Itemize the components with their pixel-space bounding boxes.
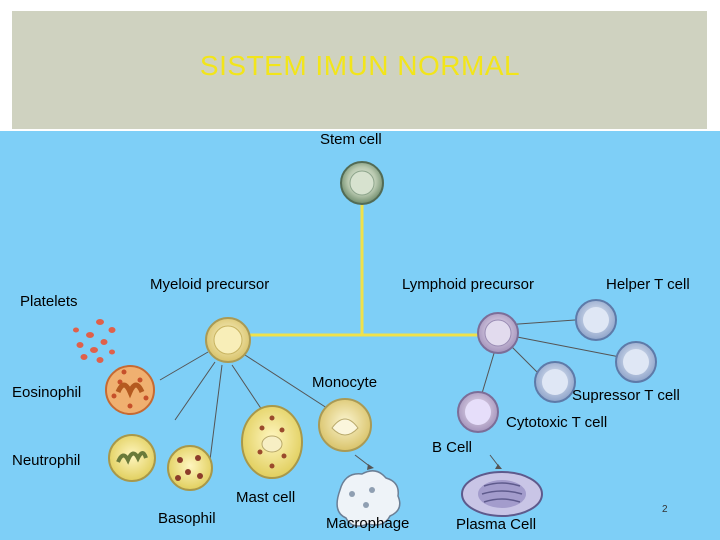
eosinophil-label: Eosinophil	[12, 384, 82, 401]
b-cell-label: B Cell	[432, 439, 473, 456]
cytotoxic-t-cell-label: Cytotoxic T cell	[506, 414, 608, 431]
platelets-label: Platelets	[20, 293, 78, 310]
myeloid-precursor-cell	[205, 317, 251, 363]
supressor-t-cell-label: Supressor T cell	[572, 387, 680, 404]
helper-t-cell-label: Helper T cell	[606, 276, 690, 293]
basophil-label: Basophil	[158, 510, 216, 527]
lymphoid-precursor-cell	[477, 312, 519, 354]
macrophage-cell	[336, 470, 401, 527]
monocyte-cell	[318, 398, 372, 452]
plasma-cell-label: Plasma Cell	[456, 516, 537, 533]
t-cell	[615, 341, 657, 383]
supressor-t-cell	[534, 361, 576, 403]
neutrophil-label: Neutrophil	[12, 452, 81, 469]
platelets	[73, 319, 116, 363]
slide-title: SISTEM IMUN NORMAL	[199, 50, 521, 81]
myeloid-precursor-label: Myeloid precursor	[150, 276, 270, 293]
neutrophil-cell	[108, 434, 156, 482]
helper-t-cell	[575, 299, 617, 341]
eosinophil-cell	[105, 365, 155, 415]
arrows	[367, 464, 502, 470]
b-cell	[457, 391, 499, 433]
slide-number: 2	[662, 504, 668, 515]
lymphoid-precursor-label: Lymphoid precursor	[402, 276, 535, 293]
basophil-cell	[167, 445, 213, 491]
mast-cell-label: Mast cell	[236, 489, 296, 506]
macrophage-label: Macrophage	[326, 515, 410, 532]
monocyte-label: Monocyte	[312, 374, 378, 391]
stem-cell	[340, 161, 384, 205]
branch-lines	[226, 205, 497, 337]
mast-cell	[241, 405, 303, 479]
stem-cell-label: Stem cell	[320, 131, 382, 148]
plasma-cell	[461, 471, 543, 517]
title-band	[12, 11, 707, 129]
